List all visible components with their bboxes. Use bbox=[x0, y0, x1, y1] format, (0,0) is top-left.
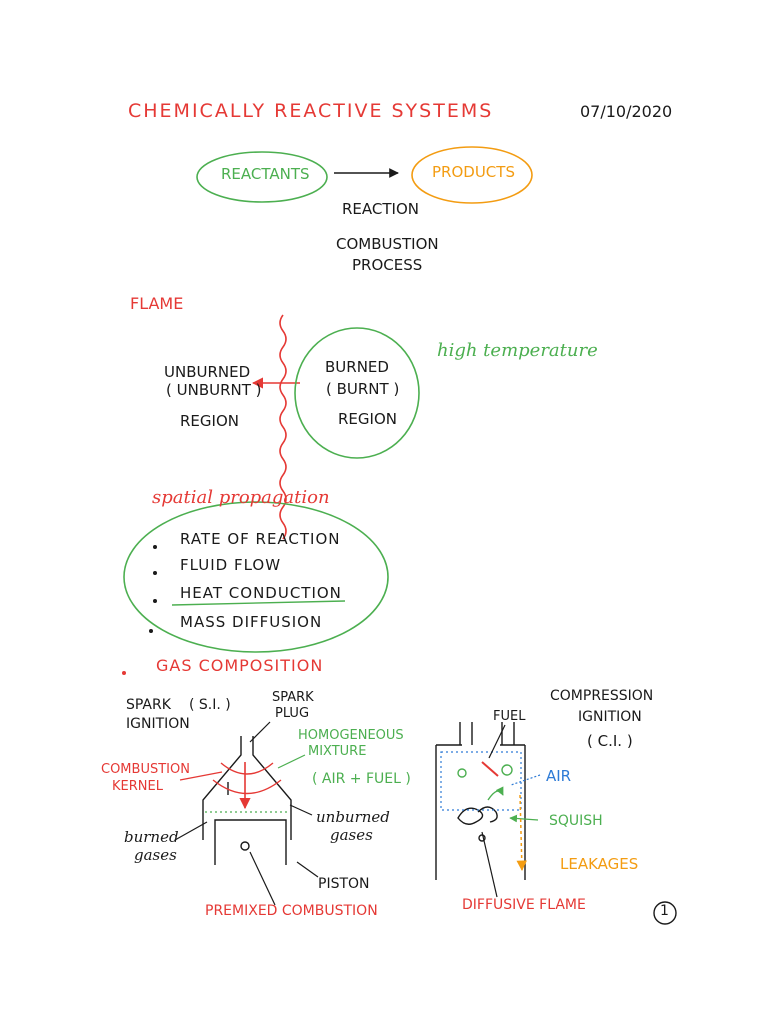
unburned-region-label: REGION bbox=[180, 412, 239, 430]
high-temperature-note: high temperature bbox=[437, 340, 598, 361]
premixed-combustion-label: PREMIXED COMBUSTION bbox=[205, 903, 378, 919]
ci-engine-diagram bbox=[435, 722, 526, 880]
burned-gases-pointer bbox=[174, 821, 208, 841]
bullet-dot bbox=[149, 629, 153, 633]
ci-air-region bbox=[440, 751, 522, 811]
flame-heading: FLAME bbox=[130, 294, 184, 313]
swirl-1 bbox=[457, 768, 467, 778]
page-number: 1 bbox=[660, 903, 669, 919]
mixture-label: MIXTURE bbox=[308, 744, 367, 759]
reaction-label: REACTION bbox=[342, 200, 419, 218]
burned-label: BURNED bbox=[325, 358, 389, 376]
burned-gases-label: burned bbox=[124, 828, 179, 846]
homogeneous-label: HOMOGENEOUS bbox=[298, 728, 404, 743]
si-engine-diagram bbox=[202, 736, 292, 865]
page-title: CHEMICALLY REACTIVE SYSTEMS bbox=[128, 100, 494, 122]
fuel-pointer bbox=[488, 724, 506, 759]
spark-plug-label: SPARK bbox=[272, 690, 314, 705]
ci-abbrev: ( C.I. ) bbox=[587, 732, 633, 750]
bullet-dot bbox=[153, 599, 157, 603]
unburned-gases-label: unburned bbox=[316, 808, 390, 826]
burned-region-label: REGION bbox=[338, 410, 397, 428]
bullet-dot bbox=[153, 571, 157, 575]
page-number-circle bbox=[653, 901, 677, 925]
unburned-gases-label-2: gases bbox=[330, 826, 373, 844]
air-fuel-label: ( AIR + FUEL ) bbox=[312, 771, 411, 787]
propagation-ellipse bbox=[123, 501, 389, 653]
squish-label: SQUISH bbox=[549, 813, 603, 829]
premixed-pointer bbox=[249, 851, 276, 906]
reactants-label: REACTANTS bbox=[221, 165, 310, 183]
ignition-label: IGNITION bbox=[578, 709, 642, 725]
kernel-label: KERNEL bbox=[112, 779, 163, 794]
products-ellipse bbox=[411, 146, 533, 204]
heat-conduction-underline bbox=[171, 600, 346, 606]
unburnt-label: ( UNBURNT ) bbox=[166, 381, 262, 399]
bullet-dot bbox=[122, 671, 126, 675]
fuel-spray bbox=[481, 761, 499, 777]
spark-ignition-label-2: IGNITION bbox=[126, 716, 190, 732]
burned-gases-label-2: gases bbox=[134, 846, 177, 864]
combustion-label: COMBUSTION bbox=[336, 235, 439, 253]
process-label: PROCESS bbox=[352, 256, 423, 274]
flame-kernel-arcs bbox=[212, 762, 282, 795]
combustion-kernel-label: COMBUSTION bbox=[101, 762, 190, 777]
air-pointer bbox=[510, 774, 541, 786]
date: 07/10/2020 bbox=[580, 102, 673, 121]
bullet-dot bbox=[153, 545, 157, 549]
mixture-pointer bbox=[277, 754, 306, 769]
burnt-label: ( BURNT ) bbox=[326, 380, 400, 398]
burned-region-circle bbox=[294, 327, 420, 459]
diffusive-flame-label: DIFFUSIVE FLAME bbox=[462, 897, 586, 913]
piston-pointer bbox=[296, 861, 319, 878]
air-label: AIR bbox=[546, 767, 572, 785]
fuel-label: FUEL bbox=[493, 709, 526, 724]
spark-ignition-label: SPARK bbox=[126, 697, 171, 713]
reactants-ellipse bbox=[196, 151, 328, 203]
flame-front-wave bbox=[279, 314, 287, 540]
swirl-2 bbox=[501, 764, 513, 776]
propagation-item: HEAT CONDUCTION bbox=[180, 584, 342, 602]
spark-plug-label-2: PLUG bbox=[275, 706, 310, 721]
compression-label: COMPRESSION bbox=[550, 688, 654, 704]
piston-label: PISTON bbox=[318, 876, 370, 892]
spark-plug-pointer bbox=[249, 721, 271, 743]
unburned-label: UNBURNED bbox=[164, 363, 251, 381]
squish-arrow bbox=[509, 814, 539, 823]
products-label: PRODUCTS bbox=[432, 163, 515, 181]
propagation-item: RATE OF REACTION bbox=[180, 530, 341, 548]
si-abbrev: ( S.I. ) bbox=[189, 697, 231, 713]
kernel-pointer bbox=[179, 771, 223, 781]
leakages-label: LEAKAGES bbox=[560, 855, 639, 873]
swirl-3 bbox=[487, 786, 504, 801]
leakages-arrow bbox=[516, 794, 527, 872]
gas-composition-label: GAS COMPOSITION bbox=[156, 656, 324, 675]
propagation-item: FLUID FLOW bbox=[180, 556, 282, 574]
propagation-item: MASS DIFFUSION bbox=[180, 613, 323, 631]
diffusive-pointer bbox=[481, 831, 498, 898]
unburned-gases-pointer bbox=[289, 804, 313, 816]
propagation-heading: spatial propagation bbox=[152, 487, 330, 508]
